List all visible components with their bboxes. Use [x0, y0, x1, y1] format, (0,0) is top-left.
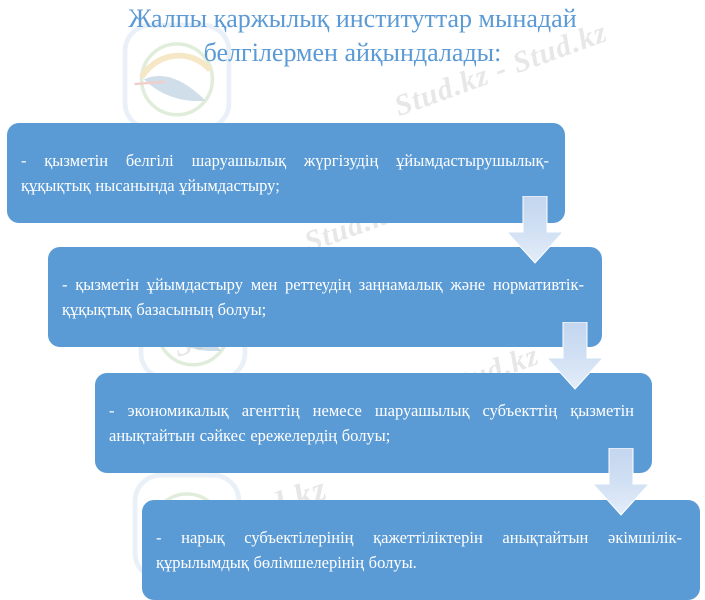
- flow-box-3[interactable]: - экономикалық агенттің немесе шаруашылы…: [95, 373, 652, 473]
- page-title-line-1: Жалпы қаржылық институттар мынадай: [128, 4, 577, 33]
- flow-box-4-text: - нарық субъектілерінің қажеттіліктерін …: [156, 528, 682, 572]
- flow-box-2[interactable]: - қызметін ұйымдастыру мен реттеудің заң…: [48, 247, 602, 347]
- flow-box-1[interactable]: - қызметін белгілі шаруашылық жүргізудің…: [7, 123, 565, 223]
- down-arrow-icon-1: [506, 196, 564, 264]
- flow-box-1-text: - қызметін белгілі шаруашылық жүргізудің…: [21, 151, 549, 195]
- page-title: Жалпы қаржылық институттар мынадай белгі…: [0, 2, 705, 70]
- down-arrow-icon-3: [592, 448, 650, 516]
- down-arrow-icon-2: [546, 322, 604, 390]
- flow-box-3-text: - экономикалық агенттің немесе шаруашылы…: [109, 401, 634, 445]
- page-title-line-2: белгілермен айқындалады:: [203, 38, 502, 67]
- flow-box-2-text: - қызметін ұйымдастыру мен реттеудің заң…: [62, 275, 584, 319]
- flow-box-4[interactable]: - нарық субъектілерінің қажеттіліктерін …: [142, 500, 700, 600]
